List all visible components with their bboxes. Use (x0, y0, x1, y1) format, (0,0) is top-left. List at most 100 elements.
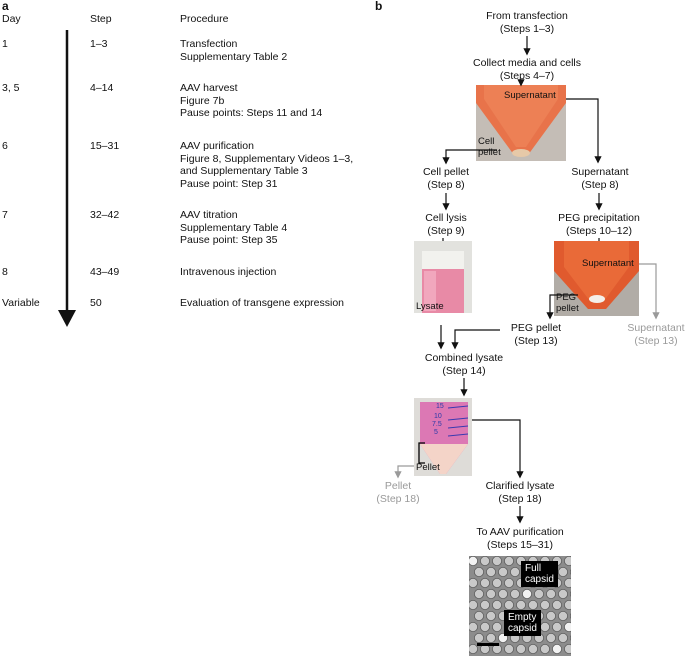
row-day: 6 (2, 140, 8, 152)
row-step: 15–31 (90, 140, 120, 152)
capsid-particle (510, 589, 521, 600)
capsid-particle (564, 578, 571, 588)
photo-media-and-cells: Supernatant Cell pellet (476, 85, 566, 161)
label-peg-pellet: PEG pellet (556, 292, 579, 314)
arrow (394, 465, 414, 479)
panel-b-label: b (375, 0, 383, 13)
arrow (546, 294, 578, 320)
capsid-particle (510, 566, 521, 577)
capsid-particle (570, 591, 571, 597)
node-combined-lysate: Combined lysate (Step 14) (424, 352, 504, 377)
capsid-particle (558, 611, 569, 622)
capsid-particle (469, 556, 478, 566)
label-full-capsid: Full capsid (521, 561, 558, 587)
capsid-particle (497, 589, 508, 600)
capsid-particle (564, 644, 571, 654)
capsid-particle (504, 600, 515, 611)
row-procedure: AAV purification Figure 8, Supplementary… (180, 140, 354, 190)
capsid-particle (564, 556, 571, 566)
graduation-5: 5 (434, 429, 438, 436)
node-from-transfection: From transfection (Steps 1–3) (486, 10, 568, 35)
capsid-particle (485, 633, 496, 644)
arrow (639, 263, 660, 320)
capsid-particle (546, 589, 557, 600)
photo-lysate: Lysate (414, 241, 472, 313)
capsid-particle (558, 566, 569, 577)
row-step: 43–49 (90, 266, 120, 278)
capsid-particle (469, 644, 478, 654)
node-supernatant: Supernatant (Step 8) (571, 166, 629, 191)
capsid-particle (552, 600, 563, 611)
capsid-particle (485, 589, 496, 600)
arrow (442, 149, 497, 165)
node-pellet-discard: Pellet (Step 18) (376, 480, 420, 505)
capsid-particle (491, 556, 502, 566)
label-cell-pellet: Cell pellet (478, 136, 501, 158)
graduation-7-5: 7.5 (432, 421, 442, 428)
row-step: 32–42 (90, 209, 120, 221)
capsid-particle (474, 633, 484, 644)
row-day: 1 (2, 38, 8, 50)
capsid-particle (479, 577, 490, 588)
capsid-particle (552, 622, 563, 633)
arrow (566, 98, 602, 164)
capsid-particle (485, 566, 496, 577)
capsid-particle (546, 611, 557, 622)
capsid-particle (479, 622, 490, 633)
row-procedure: Intravenous injection (180, 266, 277, 278)
capsid-particle (469, 578, 478, 588)
capsid-particle (491, 577, 502, 588)
capsid-particle (485, 611, 496, 622)
capsid-particle (504, 577, 515, 588)
row-procedure: Transfection Supplementary Table 2 (180, 38, 288, 63)
photo-electron-micrograph: Full capsid Empty capsid (469, 556, 571, 656)
capsid-particle (558, 633, 569, 644)
timeline-arrow (58, 30, 76, 327)
capsid-particle (528, 644, 539, 655)
row-day: Variable (2, 297, 40, 309)
node-peg-precipitation: PEG precipitation (Steps 10–12) (558, 212, 640, 237)
node-cell-pellet: Cell pellet (Step 8) (422, 166, 470, 191)
node-to-aav-purification: To AAV purification (Steps 15–31) (476, 526, 564, 551)
capsid-particle (469, 622, 478, 632)
capsid-particle (570, 635, 571, 641)
row-step: 1–3 (90, 38, 108, 50)
capsid-particle (479, 600, 490, 611)
node-peg-pellet: PEG pellet (Step 13) (510, 322, 562, 347)
photo-peg-precipitation: Supernatant PEG pellet (554, 241, 639, 316)
row-step: 4–14 (90, 82, 114, 94)
header-day: Day (2, 13, 21, 25)
capsid-particle (491, 600, 502, 611)
capsid-particle (474, 566, 484, 577)
label-empty-capsid: Empty capsid (504, 610, 541, 636)
label-pellet: Pellet (416, 462, 440, 473)
capsid-particle (528, 600, 539, 611)
capsid-particle (516, 600, 527, 611)
node-cell-lysis: Cell lysis (Step 9) (425, 212, 467, 237)
capsid-particle (516, 644, 527, 655)
capsid-particle (491, 622, 502, 633)
row-day: 3, 5 (2, 82, 20, 94)
capsid-particle (570, 569, 571, 575)
label-supernatant: Supernatant (582, 258, 634, 269)
capsid-particle (546, 633, 557, 644)
capsid-particle (570, 613, 571, 619)
graduation-10: 10 (434, 413, 442, 420)
panel-a-label: a (2, 0, 9, 13)
capsid-particle (564, 600, 571, 610)
capsid-particle (540, 644, 551, 655)
capsid-particle (474, 589, 484, 600)
capsid-particle (504, 556, 515, 566)
row-step: 50 (90, 297, 102, 309)
row-procedure: Evaluation of transgene expression (180, 297, 345, 309)
capsid-particle (540, 600, 551, 611)
arrow (451, 329, 500, 350)
row-day: 7 (2, 209, 8, 221)
capsid-particle (534, 589, 545, 600)
capsid-particle (497, 566, 508, 577)
capsid-particle (479, 556, 490, 566)
row-day: 8 (2, 266, 8, 278)
capsid-particle (564, 622, 571, 632)
node-supernatant-discard: Supernatant (Step 13) (627, 322, 685, 347)
